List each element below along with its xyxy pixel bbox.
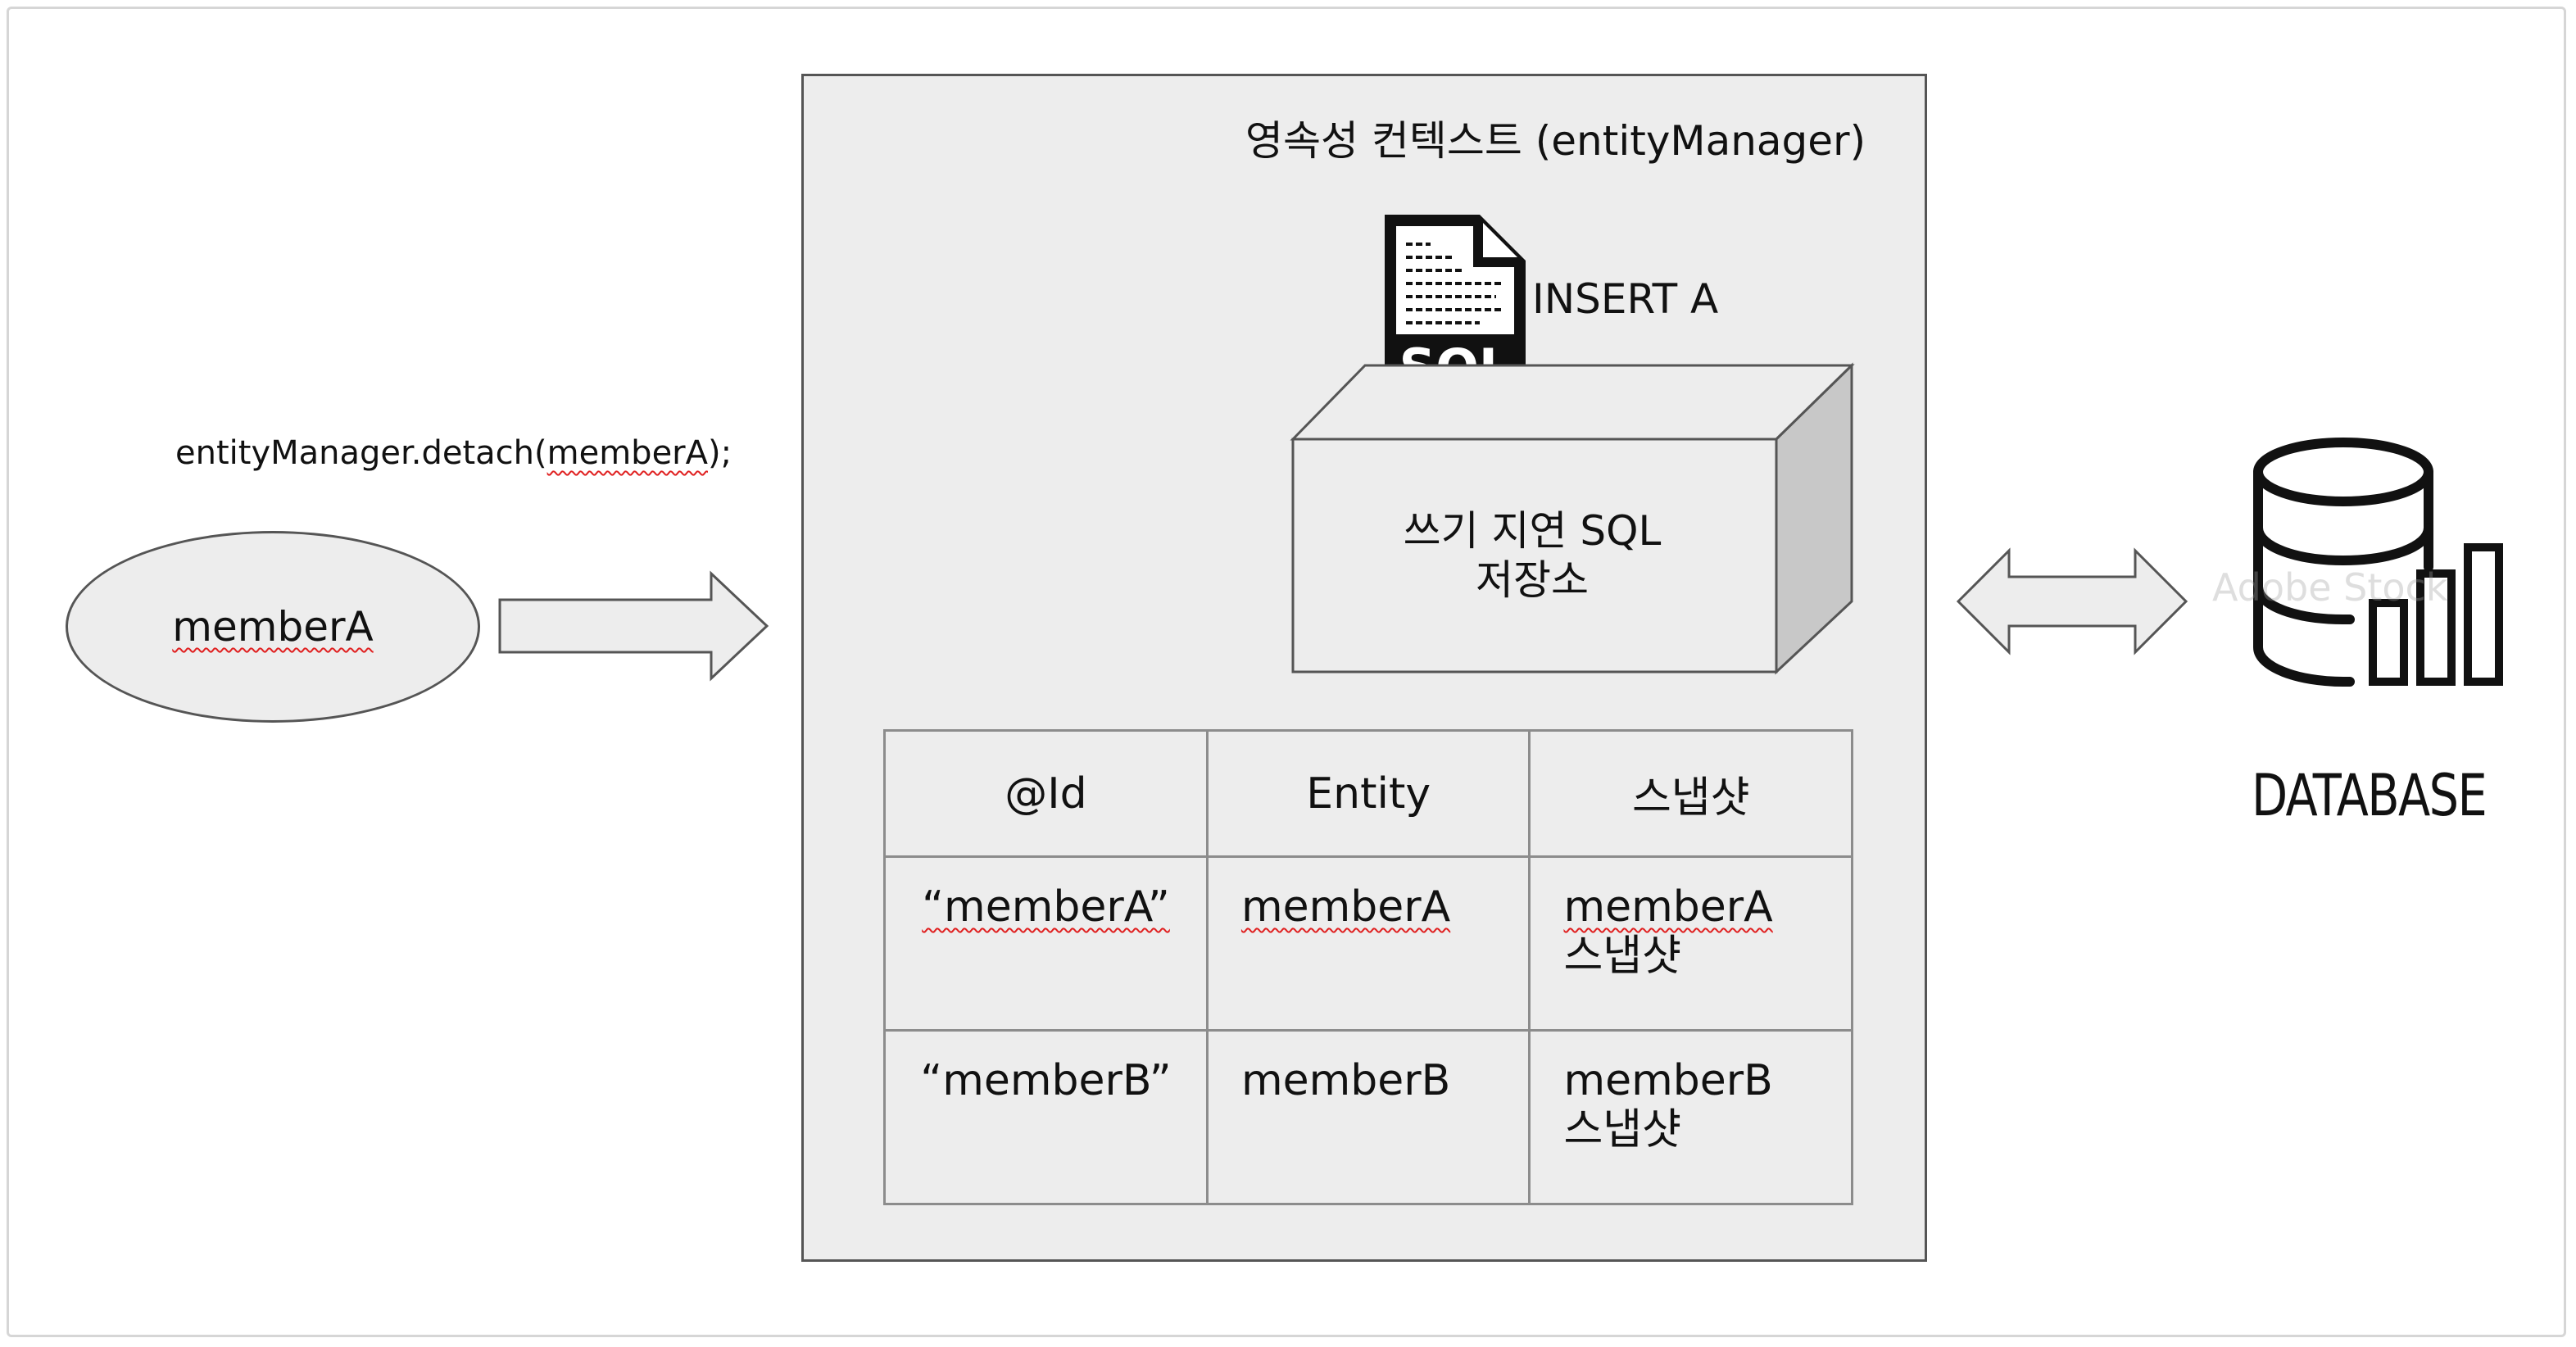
- row-id: “memberA”: [922, 882, 1170, 932]
- row-id-cell: “memberA”: [883, 855, 1209, 1032]
- header-snapshot: 스냅샷: [1528, 729, 1853, 858]
- member-a-entity: memberA: [66, 531, 480, 723]
- database-icon: [2253, 438, 2503, 687]
- row-snapshot-name: memberB: [1563, 1056, 1773, 1105]
- sql-file-icon: SQL: [1385, 215, 1526, 401]
- call-argument: memberA: [546, 434, 708, 472]
- row-id-cell: “memberB”: [883, 1029, 1209, 1205]
- persistence-context-title: 영속성 컨텍스트 (entityManager): [1245, 117, 1866, 165]
- sql-store-line1: 쓰기 지연 SQL: [1403, 507, 1662, 555]
- detach-call-label: entityManager.detach(memberA);: [175, 434, 732, 472]
- row-entity-cell: memberA: [1205, 855, 1531, 1032]
- first-level-cache-table: @Id Entity 스냅샷 “memberA” memberA memberA…: [883, 729, 1853, 1205]
- row-snapshot-cell: memberA 스냅샷: [1528, 855, 1853, 1032]
- table-row: “memberA” memberA memberA 스냅샷: [883, 855, 1853, 1032]
- member-a-label: memberA: [172, 603, 374, 651]
- row-snapshot-name: memberA: [1563, 882, 1773, 932]
- row-snapshot-suffix: 스냅샷: [1563, 1105, 1681, 1154]
- table-row: “memberB” memberB memberB 스냅샷: [883, 1029, 1853, 1205]
- header-entity: Entity: [1205, 729, 1531, 858]
- row-entity-cell: memberB: [1205, 1029, 1531, 1205]
- bidirectional-arrow-icon: [1956, 547, 2188, 655]
- database-label: DATABASE: [2252, 762, 2488, 829]
- insert-a-label: INSERT A: [1532, 275, 1719, 323]
- row-entity: memberB: [1240, 1056, 1451, 1105]
- sql-store-box: [1290, 362, 1855, 675]
- row-snapshot-cell: memberB 스냅샷: [1528, 1029, 1853, 1205]
- right-arrow-icon: [498, 570, 769, 682]
- row-snapshot-suffix: 스냅샷: [1563, 932, 1681, 981]
- row-id: “memberB”: [920, 1056, 1172, 1105]
- table-header-row: @Id Entity 스냅샷: [883, 729, 1853, 858]
- sql-store-label: 쓰기 지연 SQL 저장소: [1295, 506, 1770, 605]
- sql-store-line2: 저장소: [1476, 556, 1589, 604]
- diagram-frame: [7, 7, 2566, 1337]
- call-suffix: );: [708, 434, 732, 472]
- row-entity: memberA: [1240, 882, 1451, 932]
- header-id: @Id: [883, 729, 1209, 858]
- stock-watermark: Adobe Stock: [2212, 565, 2448, 610]
- call-prefix: entityManager.detach(: [175, 434, 547, 472]
